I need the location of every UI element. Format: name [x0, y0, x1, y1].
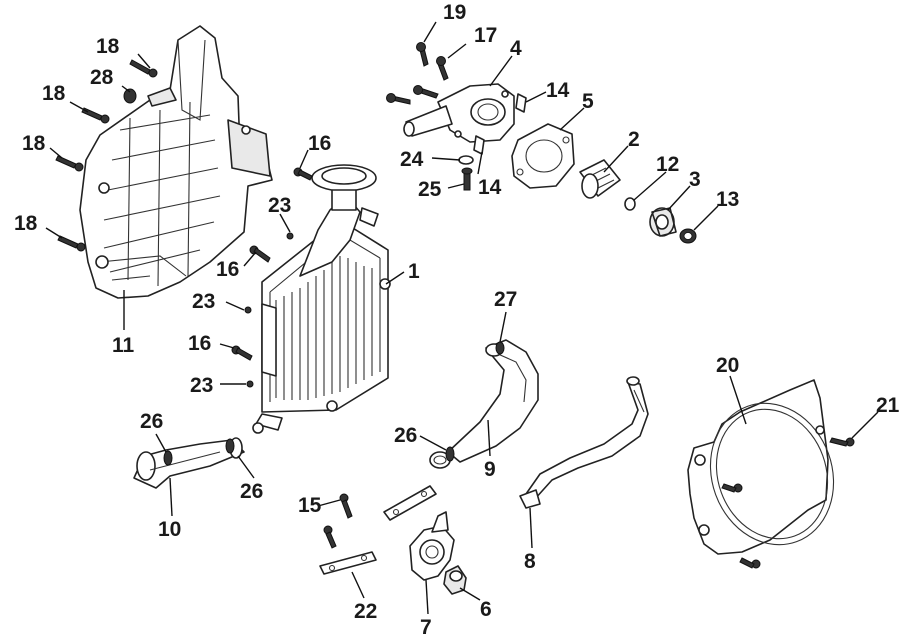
bolt-19	[416, 42, 429, 67]
callout-14-b: 14	[478, 176, 502, 199]
callout-25: 25	[418, 178, 442, 201]
bolt-15-a	[339, 493, 353, 519]
part-11-shroud	[79, 25, 273, 299]
part-12-o-ring	[624, 197, 636, 211]
callout-7: 7	[420, 616, 432, 639]
callout-11: 11	[112, 334, 135, 357]
callout-24: 24	[400, 148, 424, 171]
callout-15: 15	[298, 494, 322, 517]
callout-6: 6	[480, 598, 492, 621]
bolt-18-a	[129, 59, 158, 78]
clamp-26-a	[163, 450, 173, 466]
part-22-bracket	[319, 485, 437, 575]
callout-18-a: 18	[96, 35, 120, 58]
callout-16-c: 16	[188, 332, 211, 355]
clamp-27	[495, 341, 505, 355]
clamp-28	[123, 87, 177, 107]
part-20-fan-shroud	[687, 379, 835, 555]
callout-8: 8	[524, 550, 536, 573]
nut-23-a	[286, 232, 294, 240]
part-7-cover	[409, 511, 455, 581]
part-3-seal	[649, 207, 677, 237]
part-1-radiator	[252, 164, 391, 434]
callout-26-c: 26	[240, 480, 263, 503]
callout-18-b: 18	[42, 82, 66, 105]
bolt-16-b	[249, 245, 271, 263]
bolt-18-c	[55, 155, 84, 172]
bolt-17	[436, 56, 449, 81]
callout-16-a: 16	[308, 132, 331, 155]
callout-18-d: 18	[14, 212, 38, 235]
bolt-housing-b	[413, 85, 439, 99]
callout-18-c: 18	[22, 132, 46, 155]
bolt-21-a	[829, 437, 855, 447]
callout-28: 28	[90, 66, 114, 89]
callout-3: 3	[689, 168, 701, 191]
part-10-hose	[133, 437, 245, 489]
bolt-housing-a	[386, 93, 411, 105]
callout-21: 21	[876, 394, 900, 417]
leader-lines	[45, 21, 879, 615]
nut-23-c	[246, 380, 254, 388]
callout-26-b: 26	[394, 424, 417, 447]
callout-23-c: 23	[190, 374, 213, 397]
callout-23-a: 23	[268, 194, 291, 217]
callout-27: 27	[494, 288, 517, 311]
callout-23-b: 23	[192, 290, 215, 313]
bolt-21-b	[721, 483, 743, 493]
callout-13: 13	[716, 188, 739, 211]
clamp-26-b	[225, 438, 235, 454]
part-9-hose	[429, 339, 539, 469]
callout-2: 2	[628, 128, 640, 151]
bolt-18-d	[57, 235, 86, 252]
callout-22: 22	[354, 600, 377, 623]
dowel-14-a	[515, 93, 527, 113]
callout-14-a: 14	[546, 79, 570, 102]
callout-20: 20	[716, 354, 739, 377]
part-8-overflow-hose	[519, 376, 649, 509]
callout-numbers: 19 17 4 14 5 2 12 3 13 24 25 14 18 28 18…	[14, 1, 900, 639]
bolt-16-a	[293, 167, 313, 181]
callout-12: 12	[656, 153, 679, 176]
bolt-15-b	[323, 525, 337, 549]
bolt-21-c	[739, 557, 761, 569]
dowel-14-b	[473, 135, 485, 155]
callout-10: 10	[158, 518, 181, 541]
washer-24	[458, 155, 474, 165]
part-5-gasket	[511, 123, 575, 189]
callout-5: 5	[582, 90, 594, 113]
bolt-16-c	[231, 345, 253, 361]
part-4-housing	[403, 83, 515, 143]
bolt-25	[461, 167, 473, 191]
nut-23-b	[244, 306, 252, 314]
callout-9: 9	[484, 458, 496, 481]
part-2-thermostat	[579, 159, 621, 199]
clamp-26-c	[445, 446, 455, 462]
callout-1: 1	[408, 260, 420, 283]
callout-4: 4	[510, 37, 522, 60]
callout-19: 19	[443, 1, 466, 24]
callout-17: 17	[474, 24, 497, 47]
callout-26-a: 26	[140, 410, 163, 433]
callout-16-b: 16	[216, 258, 239, 281]
